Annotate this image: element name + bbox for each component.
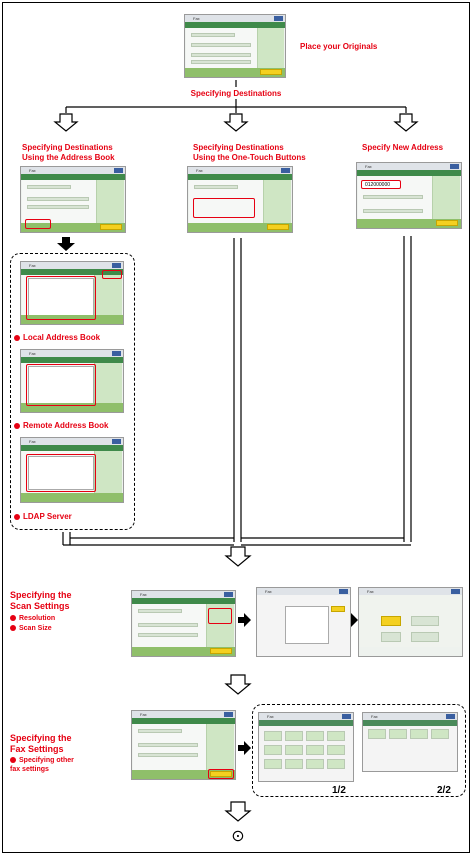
screen-ldap-server: Fax <box>20 437 124 503</box>
screen-fax-main: Fax <box>184 14 286 78</box>
label-local-address-book: Local Address Book <box>14 333 100 343</box>
screen-scan-resolution: Fax <box>256 587 351 657</box>
label-scan-size: Scan Size <box>10 624 52 633</box>
screen-fax-options-main: Fax <box>131 710 236 780</box>
label-scan-settings: Specifying the Scan Settings <box>10 590 72 611</box>
label-branch-one-touch: Specifying Destinations Using the One-To… <box>193 143 306 162</box>
highlight-address-book-button <box>25 219 51 229</box>
highlight-number-field: 012000000 <box>361 180 401 189</box>
label-fax-settings: Specifying the Fax Settings <box>10 733 72 754</box>
screen-options-page-1: Fax <box>258 712 354 782</box>
page-indicator-2: 2/2 <box>437 785 451 796</box>
screen-scan-size: Fax <box>358 587 463 657</box>
screen-new-address: Fax 012000000 <box>356 162 462 229</box>
screen-scan-settings-main: Fax <box>131 590 236 657</box>
label-specifying-destinations: Specifying Destinations <box>190 89 282 98</box>
screen-title: Fax <box>193 16 200 21</box>
screen-local-address-book: Fax <box>20 261 124 325</box>
label-ldap-server: LDAP Server <box>14 512 72 522</box>
new-address-number: 012000000 <box>365 182 391 188</box>
other-settings-group <box>252 704 466 797</box>
highlight-one-touch-buttons <box>193 198 255 218</box>
page-indicator-1: 1/2 <box>332 785 346 796</box>
label-remote-address-book: Remote Address Book <box>14 421 109 431</box>
screen-address-book-select: Fax <box>20 166 126 233</box>
address-book-group <box>10 253 135 530</box>
screen-remote-address-book: Fax <box>20 349 124 413</box>
screen-one-touch: Fax <box>187 166 293 233</box>
label-branch-new-address: Specify New Address <box>362 143 444 152</box>
label-scan-resolution: Resolution <box>10 614 55 623</box>
screen-options-page-2: Fax <box>362 712 458 772</box>
label-branch-address-book: Specifying Destinations Using the Addres… <box>22 143 115 162</box>
highlight-scan-settings <box>208 608 232 624</box>
label-fax-other: Specifying other fax settings <box>10 757 74 773</box>
end-symbol: ⊙ <box>231 828 245 845</box>
highlight-options-button <box>208 769 234 779</box>
label-place-originals: Place your Originals <box>300 42 378 51</box>
